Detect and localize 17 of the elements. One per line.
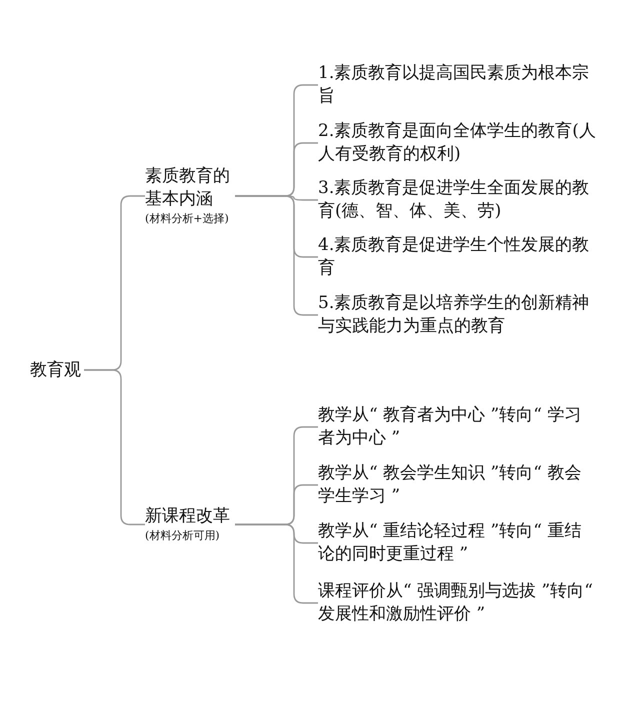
topic-note: (材料分析可用): [145, 528, 221, 544]
point-text: 3.素质教育是促进学生全面发展的教育(德、智、体、美、劳): [318, 177, 590, 223]
point-text: 教学从“ 教育者为中心 ”转向“ 学习者为中心 ”: [318, 404, 582, 450]
point-text: 教学从“ 重结论轻过程 ”转向“ 重结论的同时更重过程 ”: [318, 520, 582, 566]
branch-topic: 素质教育的基本内涵: [145, 165, 231, 211]
point-text: 2.素质教育是面向全体学生的教育(人人有受教育的权利): [318, 120, 597, 166]
root-topic: 教育观: [30, 359, 82, 381]
bracket-line: [84, 369, 145, 526]
bracket-line: [235, 524, 318, 604]
point-text: 4.素质教育是促进学生个性发展的教育: [318, 234, 590, 280]
bracket-line: [235, 195, 318, 316]
branch-topic: 新课程改革: [145, 505, 231, 528]
point-text: 1.素质教育以提高国民素质为根本宗旨: [318, 62, 590, 108]
point-text: 课程评价从“ 强调甄别与选拔 ”转向“ 发展性和激励性评价 ”: [318, 580, 594, 626]
topic-note: (材料分析+选择): [145, 211, 230, 227]
point-text: 5.素质教育是以培养学生的创新精神与实践能力为重点的教育: [318, 292, 590, 338]
point-text: 教学从“ 教会学生知识 ”转向“ 教会学生学习 ”: [318, 462, 582, 508]
